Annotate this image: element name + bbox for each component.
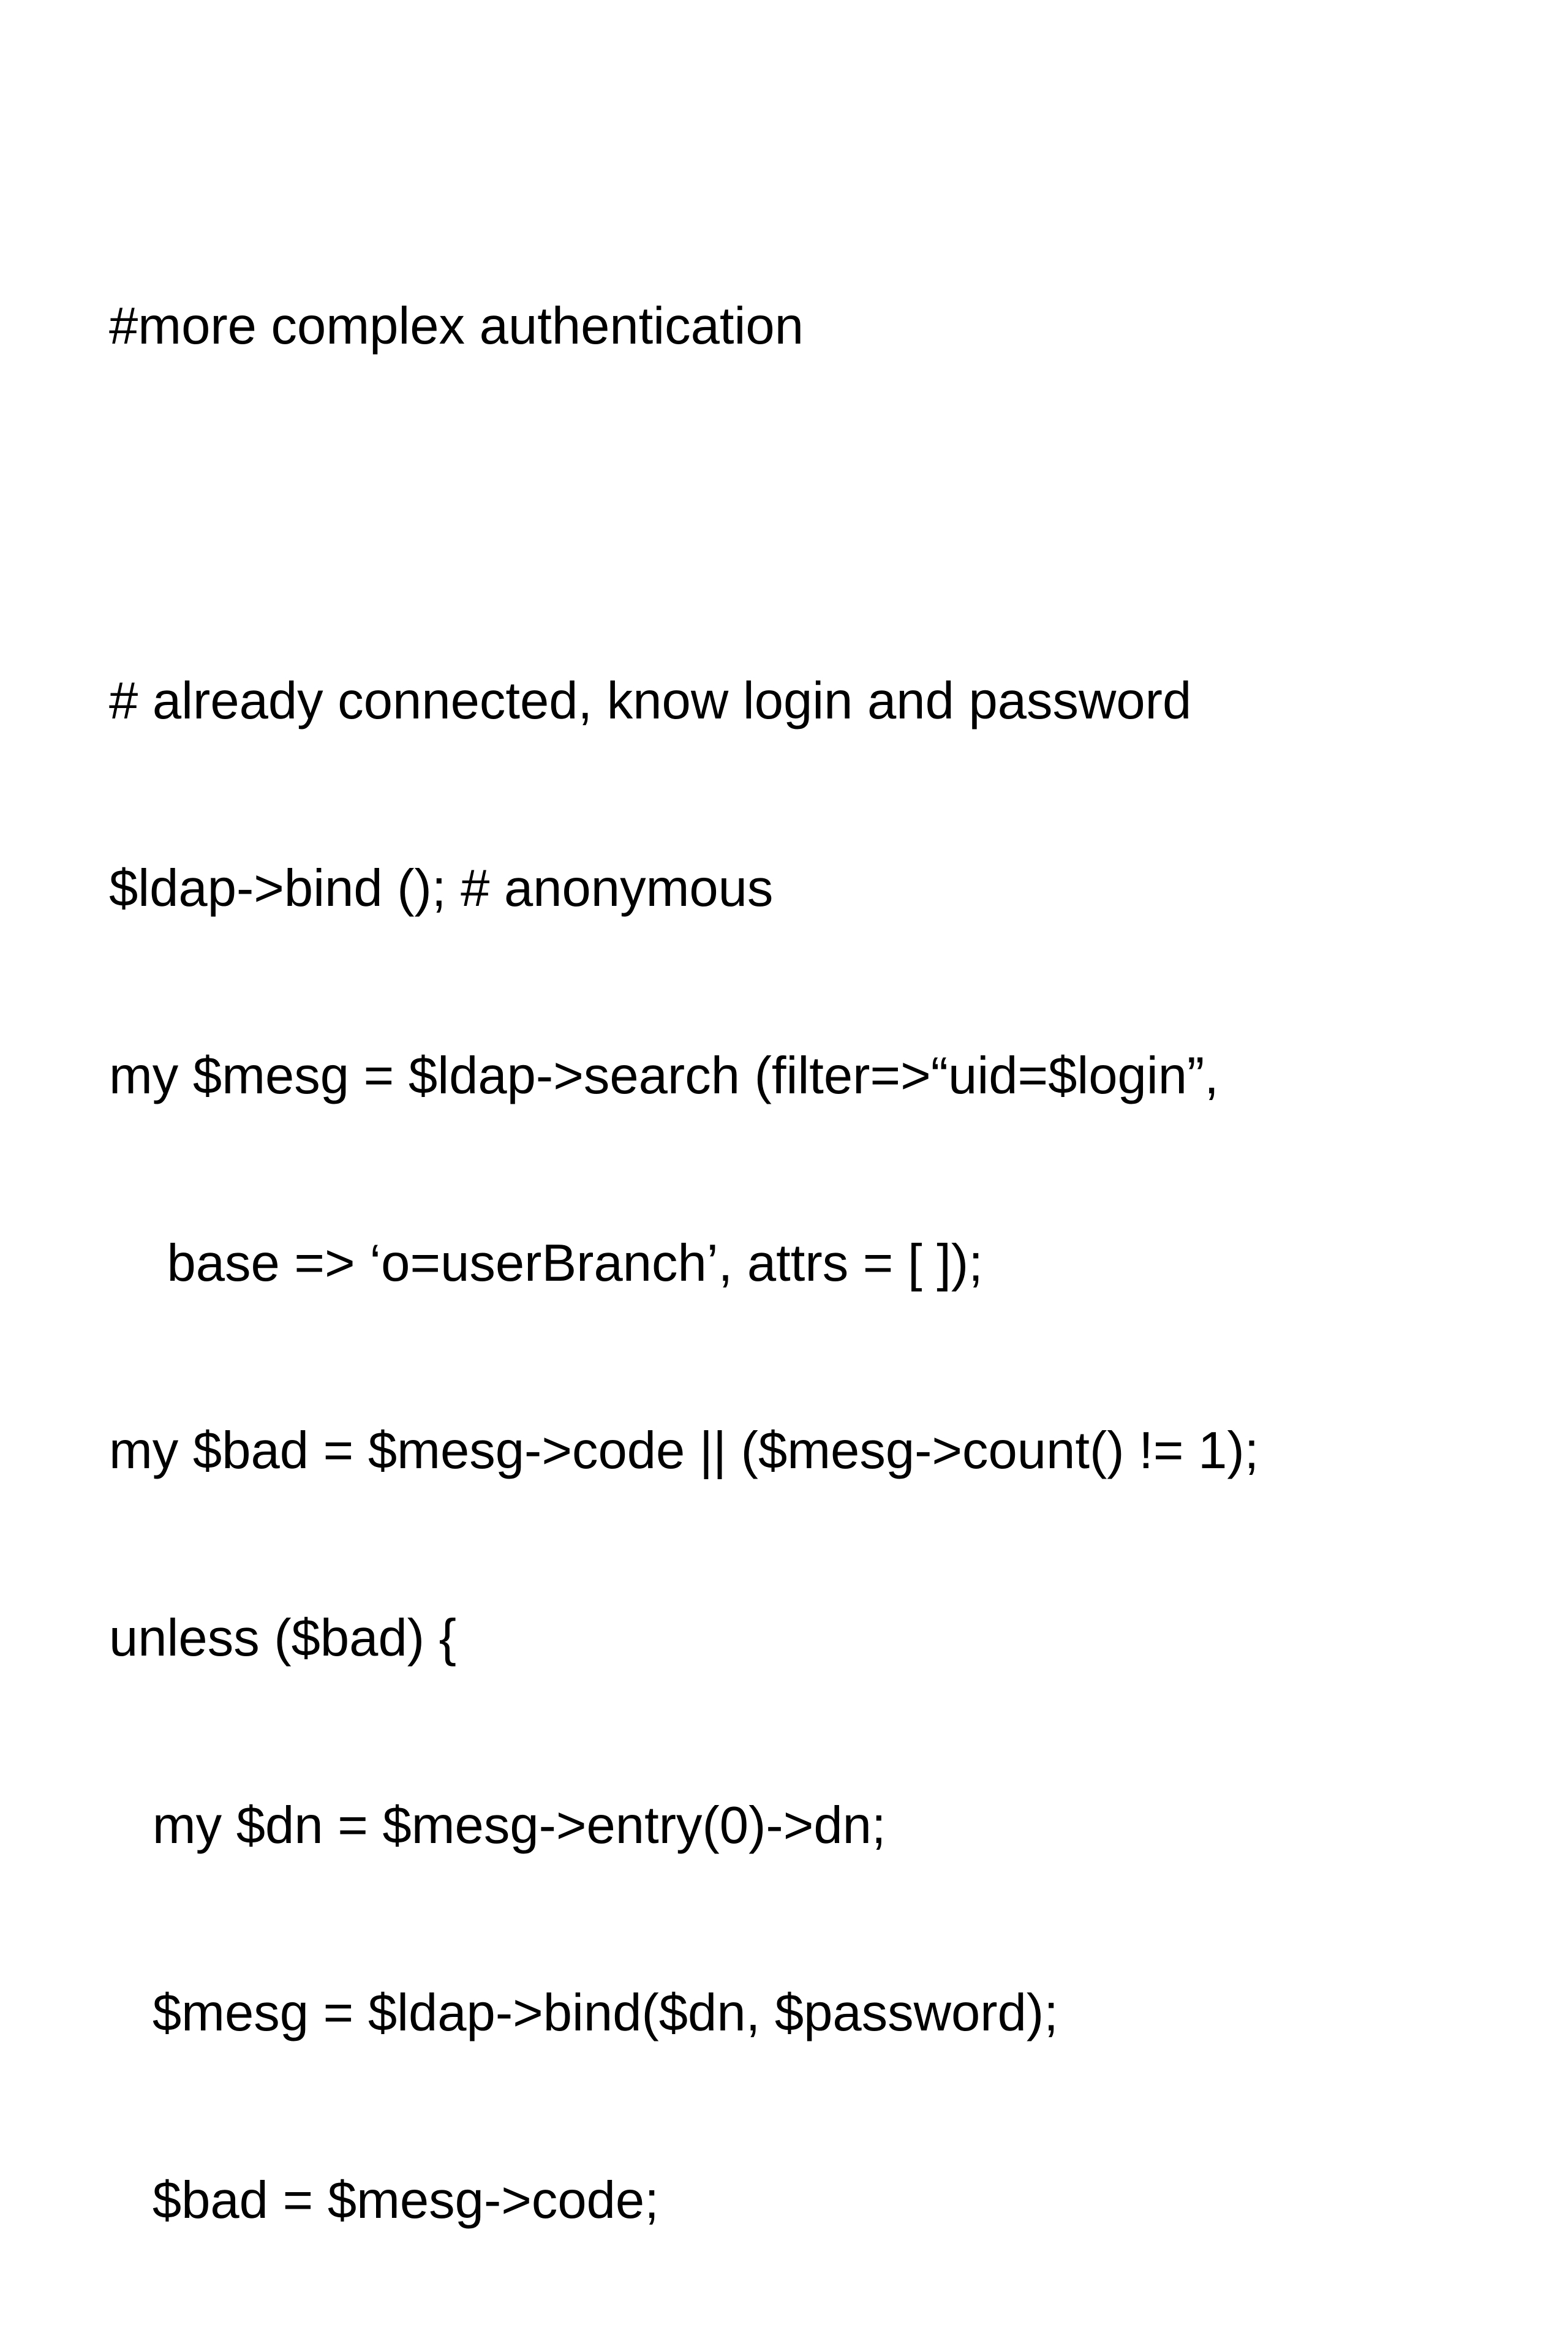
code-line-bind-password: $mesg = $ldap->bind($dn, $password); xyxy=(109,1984,1058,2042)
code-line-dn-assign: my $dn = $mesg->entry(0)->dn; xyxy=(109,1796,886,1855)
code-line-bad-check: my $bad = $mesg->code || ($mesg->count()… xyxy=(109,1422,1259,1480)
slide: #more complex authentication # already c… xyxy=(109,297,1259,2230)
code-line-bad-assign: $bad = $mesg->code; xyxy=(109,2171,659,2230)
code-line-comment-connected: # already connected, know login and pass… xyxy=(109,672,1192,730)
code-line-search-base: base => ‘o=userBranch’, attrs = [ ]); xyxy=(109,1234,983,1292)
code-block: #more complex authentication # already c… xyxy=(109,170,1259,2352)
code-line-bind-anonymous: $ldap->bind (); # anonymous xyxy=(109,859,774,918)
code-line-unless-open: unless ($bad) { xyxy=(109,1609,457,1667)
code-line-search-filter: my $mesg = $ldap->search (filter=>“uid=$… xyxy=(109,1047,1219,1105)
code-line-blank xyxy=(109,483,1259,545)
code-line-comment-title: #more complex authentication xyxy=(109,297,804,355)
